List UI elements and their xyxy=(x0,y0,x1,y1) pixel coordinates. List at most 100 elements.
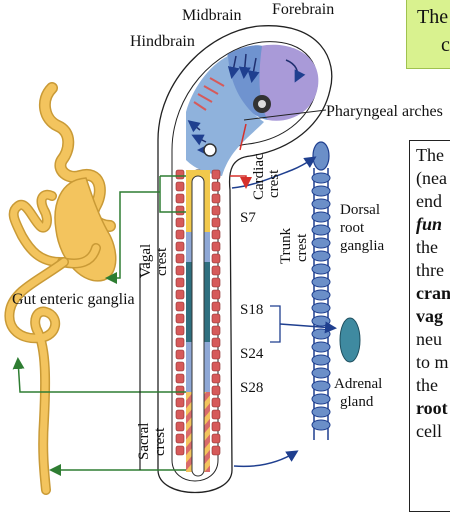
ganglion-bead xyxy=(311,276,331,288)
desc-line: The xyxy=(416,145,444,165)
somite-block xyxy=(211,181,221,192)
ganglion-bead xyxy=(311,289,331,301)
somite-block xyxy=(211,205,221,216)
forebrain-region xyxy=(257,44,319,121)
s18-label: S18 xyxy=(240,302,263,318)
somite-block xyxy=(211,421,221,432)
desc-line: neu xyxy=(416,329,442,349)
ganglia-beads xyxy=(311,172,331,431)
title-callout-line-2: c xyxy=(441,34,450,56)
desc-line: cell xyxy=(416,421,442,441)
ganglion-bead xyxy=(311,354,331,366)
somite-block xyxy=(211,229,221,240)
desc-line: to m xyxy=(416,352,449,372)
somite-block xyxy=(211,373,221,384)
desc-line: root xyxy=(416,398,448,418)
adrenal-label-2: gland xyxy=(340,394,374,410)
forebrain-label: Forebrain xyxy=(272,1,334,18)
title-callout-line-1: The xyxy=(417,6,449,28)
gut-bracket xyxy=(139,263,150,470)
ganglion-bead xyxy=(311,341,331,353)
cardiac-crest-label-2: crest xyxy=(266,169,282,198)
somite-block xyxy=(211,385,221,396)
somite-block xyxy=(211,289,221,300)
ganglion-bead xyxy=(311,393,331,405)
adrenal-label-1: Adrenal xyxy=(334,376,382,392)
desc-line: cran xyxy=(416,283,450,303)
adrenal-gland xyxy=(339,317,361,363)
somite-block xyxy=(211,445,221,456)
ganglion-bead xyxy=(311,198,331,210)
ganglion-bead xyxy=(311,419,331,431)
ganglion-bead xyxy=(311,185,331,197)
somite-block xyxy=(175,397,185,408)
somite-block xyxy=(175,289,185,300)
vagal-to-gut-arrow xyxy=(105,191,160,284)
s7-label: S7 xyxy=(240,210,256,226)
neural-tube xyxy=(186,169,210,477)
ganglion-bead xyxy=(311,250,331,262)
somite-block xyxy=(211,397,221,408)
somite-block xyxy=(175,193,185,204)
somite-block xyxy=(175,409,185,420)
sacral-blue-arrow xyxy=(233,450,299,468)
somite-block xyxy=(175,253,185,264)
cardiac-crest-arrow xyxy=(230,175,252,189)
somite-block xyxy=(211,265,221,276)
somite-block xyxy=(175,229,185,240)
somite-block xyxy=(175,445,185,456)
hindbrain-label: Hindbrain xyxy=(130,33,195,50)
somite-block xyxy=(175,217,185,228)
ganglion-bead xyxy=(311,328,331,340)
somite-block xyxy=(175,361,185,372)
dorsal-root-label-1: Dorsal xyxy=(340,202,380,218)
ganglion-bead xyxy=(311,380,331,392)
desc-line: (nea xyxy=(416,168,447,188)
somite-block xyxy=(211,433,221,444)
somite-block xyxy=(175,265,185,276)
brain-regions xyxy=(186,44,327,176)
ganglion-bead xyxy=(311,406,331,418)
dorsal-root-label-2: root xyxy=(340,220,365,236)
somite-block xyxy=(211,361,221,372)
cardiac-crest-label-1: Cardiac xyxy=(251,153,267,200)
somite-block xyxy=(175,385,185,396)
somite-block xyxy=(175,337,185,348)
somite-block xyxy=(175,241,185,252)
somite-block xyxy=(175,181,185,192)
somite-block xyxy=(211,325,221,336)
desc-line: the xyxy=(416,375,438,395)
midbrain-label: Midbrain xyxy=(182,7,242,24)
title-callout: The c xyxy=(406,0,450,69)
s24-label: S24 xyxy=(240,346,264,362)
neural-crest-diagram: Midbrain Forebrain Hindbrain Pharyngeal … xyxy=(4,1,443,495)
somite-block xyxy=(175,169,185,180)
somite-block xyxy=(211,253,221,264)
somite-block xyxy=(175,301,185,312)
vagal-lower-gut-arrow xyxy=(12,357,186,393)
ganglion-bead xyxy=(311,172,331,184)
sacral-crest-label-1: Sacral xyxy=(136,423,152,460)
ganglion-bead xyxy=(311,211,331,223)
migration-arrows xyxy=(12,156,337,476)
somite-block xyxy=(175,349,185,360)
trunk-crest-label-1: Trunk xyxy=(278,227,294,264)
gut-enteric-label: Gut enteric ganglia xyxy=(12,291,135,308)
ganglion-bead xyxy=(311,367,331,379)
somite-block xyxy=(175,325,185,336)
ganglion-bead xyxy=(311,263,331,275)
trunk-crest-label-2: crest xyxy=(294,233,310,262)
somite-block xyxy=(175,277,185,288)
somite-block xyxy=(211,301,221,312)
ganglion-bead xyxy=(311,224,331,236)
vagal-crest-label-2: crest xyxy=(154,247,170,276)
s28-label: S28 xyxy=(240,380,263,396)
somite-block xyxy=(211,337,221,348)
dorsal-root-label-3: ganglia xyxy=(340,238,384,254)
desc-line: fun xyxy=(416,214,443,234)
somite-block xyxy=(211,241,221,252)
pharyngeal-arches-label: Pharyngeal arches xyxy=(326,103,443,120)
description-textbox: The (nea end fun the thre cran vag neu t… xyxy=(409,140,450,512)
gut-illustration xyxy=(4,82,117,495)
desc-line: thre xyxy=(416,260,444,280)
